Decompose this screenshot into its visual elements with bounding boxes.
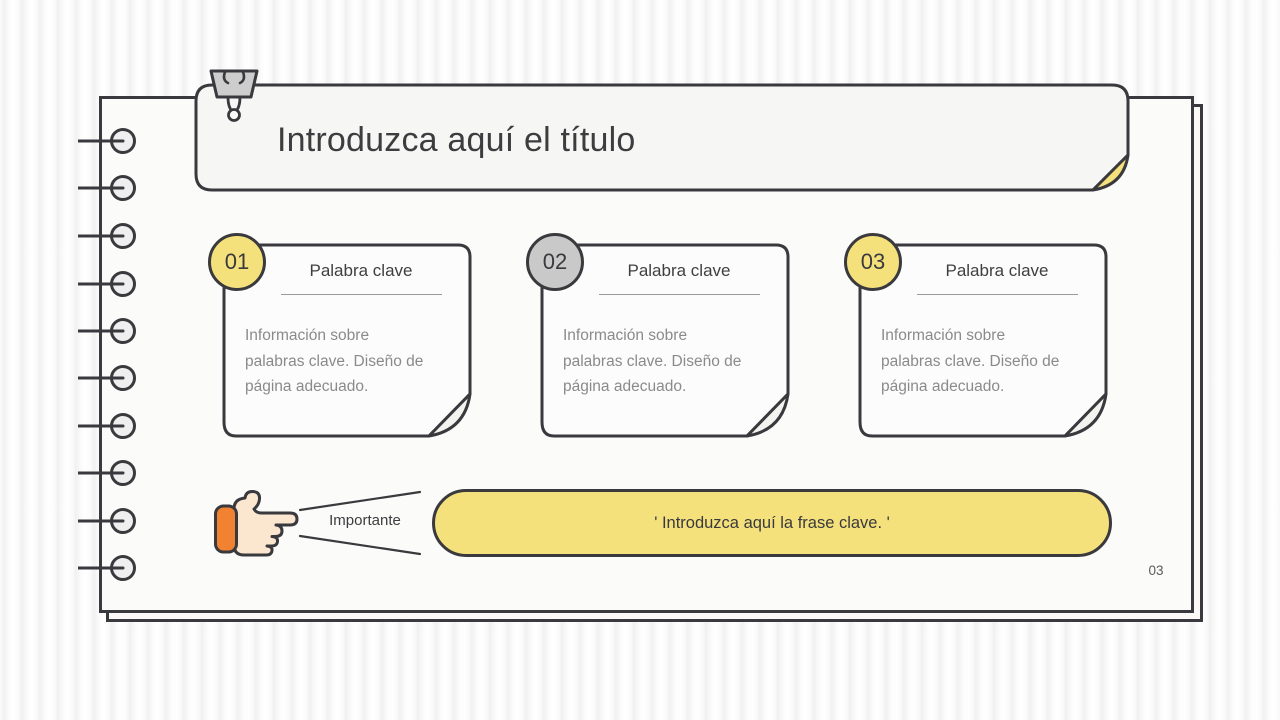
- card-heading: Palabra clave: [945, 261, 1049, 280]
- card-body: Información sobre palabras clave. Diseño…: [881, 327, 1060, 395]
- notebook-ring-icon: [78, 271, 136, 297]
- page-title: Introduzca aquí el título: [277, 121, 636, 159]
- card-number-badge: 02: [526, 233, 584, 291]
- notebook-ring-icon: [78, 223, 136, 249]
- notebook-ring-icon: [78, 413, 136, 439]
- sticky-note-shape: [222, 243, 472, 438]
- key-phrase-pill: ' Introduzca aquí la frase clave. ': [432, 489, 1112, 557]
- pointing-hand-icon: [214, 489, 299, 557]
- key-phrase-text: ' Introduzca aquí la frase clave. ': [654, 513, 890, 532]
- notebook-ring-icon: [78, 128, 136, 154]
- keyword-card-3: 03 Palabra clave Información sobre palab…: [844, 233, 1108, 438]
- card-body: Información sobre palabras clave. Diseño…: [245, 327, 424, 395]
- title-banner: [194, 83, 1130, 192]
- binder-clip-icon: [209, 69, 259, 122]
- notebook-ring-icon: [78, 460, 136, 486]
- card-body: Información sobre palabras clave. Diseño…: [563, 327, 742, 395]
- keyword-card-2: 02 Palabra clave Información sobre palab…: [526, 233, 790, 438]
- card-number-badge: 01: [208, 233, 266, 291]
- card-heading: Palabra clave: [309, 261, 413, 280]
- notebook-ring-icon: [78, 365, 136, 391]
- card-divider: [917, 294, 1078, 295]
- notebook-ring-icon: [78, 175, 136, 201]
- card-divider: [281, 294, 442, 295]
- notebook-ring-icon: [78, 555, 136, 581]
- callout-label: Importante: [329, 512, 401, 529]
- notebook-ring-icon: [78, 508, 136, 534]
- page-number: 03: [1148, 563, 1164, 578]
- card-heading: Palabra clave: [627, 261, 731, 280]
- sticky-note-shape: [540, 243, 790, 438]
- keyword-card-1: 01 Palabra clave Información sobre palab…: [208, 233, 472, 438]
- card-divider: [599, 294, 760, 295]
- card-number-badge: 03: [844, 233, 902, 291]
- notebook-ring-icon: [78, 318, 136, 344]
- callout-emphasis-lines: [298, 490, 422, 556]
